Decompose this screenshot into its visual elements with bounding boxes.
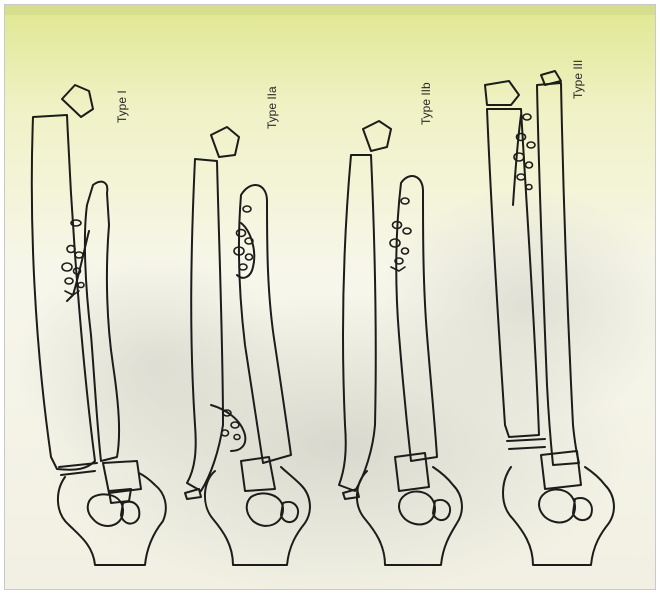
fracture-types-diagram [5,5,655,589]
figure-photo-frame: Type I Type IIa Type IIb Type III [4,4,656,590]
label-type-iib: Type IIb [419,82,433,125]
label-type-iia: Type IIa [265,86,279,129]
paper-shadow [15,255,295,475]
label-type-i: Type I [115,90,129,123]
top-dark-strip [5,5,655,15]
label-type-iii: Type III [571,60,585,99]
